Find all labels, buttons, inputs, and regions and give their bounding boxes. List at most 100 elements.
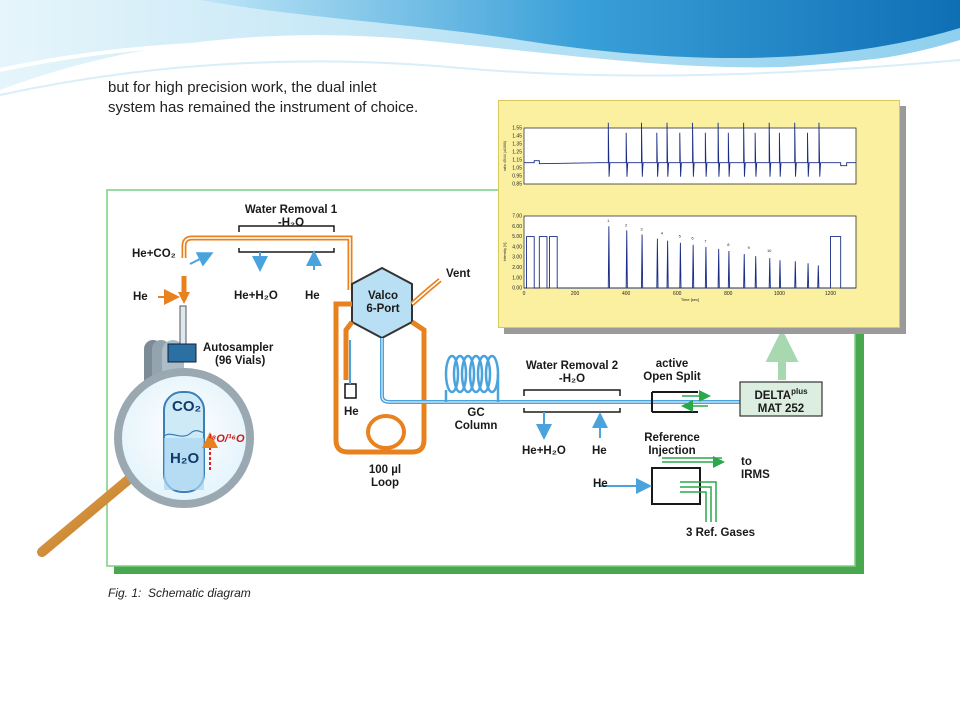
output-arrow — [765, 329, 799, 380]
h2o-label: H₂O — [170, 450, 200, 467]
to-irms-label-line-1: to — [741, 456, 752, 468]
loop-label: 100 µl Loop — [360, 464, 410, 490]
top-ytick-label: 1.35 — [512, 142, 522, 148]
reference-injection-box — [651, 467, 701, 505]
bottom-ylabel: Intensity [V] — [503, 243, 507, 262]
loop-he-inlet — [344, 383, 357, 399]
header-wave-decoration — [0, 0, 960, 96]
he-1-label: He — [305, 290, 320, 302]
peak-label: 5 — [679, 234, 682, 239]
peak-label: 3 — [640, 226, 643, 231]
valco-label: Valco 6-Port — [360, 290, 406, 316]
bottom-ytick-label: 0.00 — [512, 286, 522, 292]
delta-label-superscript: plus — [791, 387, 808, 396]
he-co2-inlet-arrow — [189, 252, 214, 267]
he-ref-label: He — [593, 478, 608, 490]
open-split-label: active Open Split — [632, 358, 712, 384]
sample-loop-line — [333, 301, 370, 455]
water-removal-1-label: Water Removal 1 -H₂O — [226, 204, 356, 230]
bottom-ytick-label: 3.00 — [512, 255, 522, 261]
open-split-label-line-2: Open Split — [643, 371, 701, 383]
water-removal-1-subtitle: -H₂O — [277, 217, 305, 229]
bottom-ytick-label: 5.00 — [512, 234, 522, 240]
top-ytick-label: 0.95 — [512, 174, 522, 180]
he-h2o-1-label: He+H₂O — [234, 290, 278, 302]
xtick-label: 400 — [622, 291, 631, 297]
xtick-label: 600 — [673, 291, 682, 297]
water-removal-2-label: Water Removal 2 -H₂O — [512, 360, 632, 386]
peak-label: 10 — [767, 248, 772, 253]
top-ytick-label: 1.25 — [512, 150, 522, 156]
xtick-label: 0 — [523, 291, 526, 297]
delta-label-line-1: DELTA — [754, 389, 792, 402]
xlabel: Time [sec] — [681, 297, 699, 302]
valco-label-line-1: Valco — [367, 290, 399, 302]
autosampler-label: Autosampler (96 Vials) — [203, 342, 273, 368]
reference-injection-label: Reference Injection — [632, 432, 712, 458]
autosampler-cap — [167, 343, 197, 363]
xtick-label: 1200 — [825, 291, 836, 297]
he-2-label: He — [592, 445, 607, 457]
figure-caption: Fig. 1: Schematic diagram — [108, 586, 251, 600]
xtick-label: 1000 — [774, 291, 785, 297]
loop-coil — [366, 414, 406, 450]
he-co2-label: He+CO₂ — [132, 248, 176, 260]
peak-label: 4 — [661, 231, 664, 236]
water-removal-2-subtitle: -H₂O — [558, 373, 586, 385]
isotope-ratio-label: ¹⁸O/¹⁶O — [208, 433, 245, 445]
caption-text: Schematic diagram — [148, 586, 251, 600]
bottom-plot-frame — [523, 215, 857, 289]
intro-line-1: but for high precision work, the dual in… — [108, 79, 377, 96]
inset-chromatogram: 1.551.451.351.251.151.050.950.857.006.00… — [503, 122, 857, 302]
reference-gas-lines — [662, 456, 725, 522]
gc-column-label-line-1: GC — [467, 407, 485, 419]
caption-prefix: Fig. 1: — [108, 586, 142, 600]
water-removal-1-title: Water Removal 1 — [244, 204, 338, 216]
reference-injection-label-line-1: Reference — [644, 432, 700, 444]
intensity-trace — [524, 226, 856, 289]
peak-label: 1 — [607, 218, 610, 223]
top-ytick-label: 0.85 — [512, 182, 522, 188]
autosampler-label-line-2: (96 Vials) — [215, 355, 266, 367]
top-ylabel: ratio 45/44 (x1000) — [503, 141, 507, 171]
loop-he-label: He — [344, 406, 359, 418]
to-irms-label: to IRMS — [741, 456, 770, 482]
to-irms-label-line-2: IRMS — [741, 469, 770, 481]
xtick-label: 200 — [571, 291, 580, 297]
ref-gases-label: 3 Ref. Gases — [686, 527, 756, 539]
vent-label: Vent — [446, 268, 471, 280]
reference-injection-label-line-2: Injection — [648, 445, 696, 457]
ratio-trace — [524, 122, 856, 177]
gc-column-label-line-2: Column — [454, 420, 498, 432]
autosampler-label-line-1: Autosampler — [203, 342, 274, 354]
intro-text: but for high precision work, the dual in… — [108, 78, 528, 118]
bottom-ytick-label: 4.00 — [512, 244, 522, 250]
top-ytick-label: 1.45 — [512, 134, 522, 140]
top-plot-frame — [523, 127, 857, 185]
magnifier-icon — [37, 368, 254, 557]
top-ytick-label: 1.55 — [512, 126, 522, 132]
peak-label: 6 — [691, 236, 694, 241]
loop-label-line-1: 100 µl — [368, 464, 402, 476]
bottom-ytick-label: 6.00 — [512, 224, 522, 230]
peak-label: 2 — [625, 222, 628, 227]
water-removal-2-membrane — [523, 389, 621, 396]
peak-label: 9 — [748, 245, 751, 250]
delta-label: DELTAplus MAT 252 — [740, 385, 822, 416]
top-ytick-label: 1.05 — [512, 166, 522, 172]
delta-plus-box — [739, 381, 823, 417]
water-removal-1-membrane — [238, 225, 335, 232]
delta-label-line-2: MAT 252 — [757, 402, 805, 415]
gc-column-coil — [444, 354, 500, 394]
open-split — [651, 391, 698, 413]
co2-label: CO₂ — [172, 398, 202, 415]
he-h2o-2-label: He+H₂O — [522, 445, 566, 457]
xtick-label: 800 — [724, 291, 733, 297]
he-inlet-label: He — [133, 291, 148, 303]
bottom-ytick-label: 2.00 — [512, 265, 522, 271]
gc-column-label: GC Column — [448, 407, 504, 433]
peak-label: 8 — [727, 242, 730, 247]
valco-label-line-2: 6-Port — [366, 303, 400, 315]
peak-label: 7 — [704, 239, 707, 244]
open-split-label-line-1: active — [655, 358, 689, 370]
